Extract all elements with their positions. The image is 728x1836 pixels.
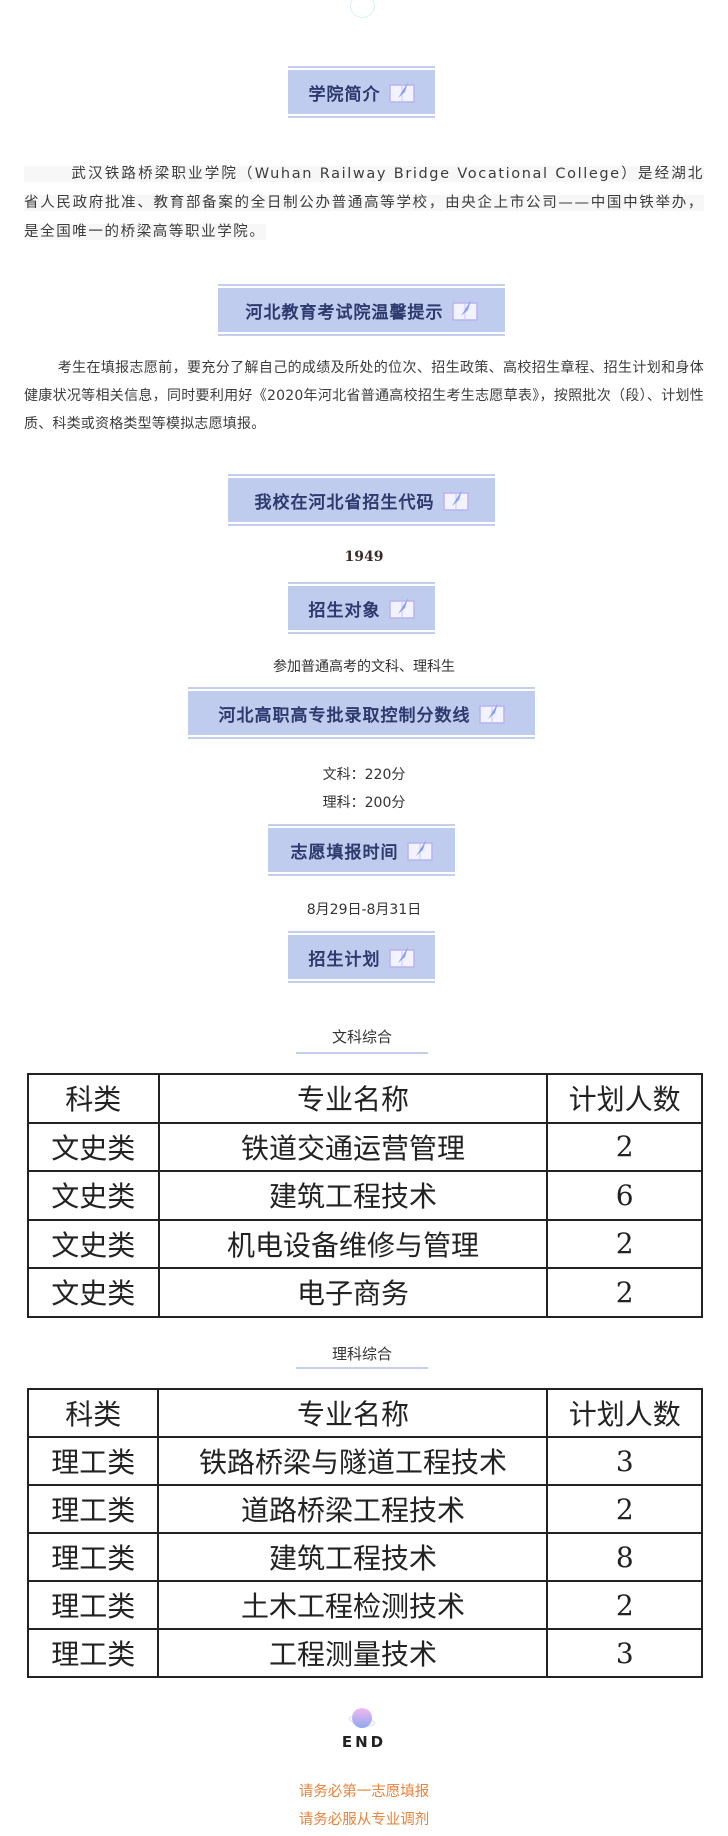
major-cell: 道路桥梁工程技术 xyxy=(157,1484,549,1534)
heading-plan: 招生计划 xyxy=(288,931,435,983)
heading-score-line: 河北高职高专批录取控制分数线 xyxy=(188,687,535,739)
heading-fill-time: 志愿填报时间 xyxy=(268,824,455,876)
table-row: 文史类 电子商务 2 xyxy=(27,1267,703,1318)
major-cell: 电子商务 xyxy=(157,1267,549,1318)
heading-intro: 学院简介 xyxy=(288,66,435,118)
category-cell: 文史类 xyxy=(27,1218,160,1269)
header-cell: 科类 xyxy=(27,1073,160,1124)
major-cell: 机电设备维修与管理 xyxy=(157,1218,549,1269)
heading-code-label: 我校在河北省招生代码 xyxy=(254,492,435,513)
liberal-arts-underline xyxy=(296,1052,428,1054)
tips-paragraph: 考生在填报志愿前，要充分了解自己的成绩及所处的位次、招生政策、高校招生章程、招生… xyxy=(24,360,704,432)
science-underline xyxy=(296,1367,428,1369)
count-cell: 2 xyxy=(546,1218,703,1269)
category-cell: 理工类 xyxy=(26,1532,160,1582)
book-quill-icon xyxy=(388,597,415,619)
score-line-liberal: 文科：220分 xyxy=(322,767,406,783)
book-quill-icon xyxy=(478,702,505,724)
heading-target: 招生对象 xyxy=(288,582,435,634)
table-row: 理工类 土木工程检测技术 2 xyxy=(26,1580,703,1630)
category-cell: 理工类 xyxy=(26,1580,160,1630)
header-cell: 专业名称 xyxy=(157,1388,549,1438)
count-cell: 2 xyxy=(546,1121,703,1172)
heading-target-label: 招生对象 xyxy=(308,600,381,621)
category-cell: 理工类 xyxy=(26,1436,160,1486)
header-cell: 科类 xyxy=(26,1388,160,1438)
table-row: 理工类 工程测量技术 3 xyxy=(26,1628,703,1678)
table-header-row: 科类 专业名称 计划人数 xyxy=(27,1073,703,1124)
target-text: 参加普通高考的文科、理科生 xyxy=(273,659,455,675)
category-cell: 理工类 xyxy=(26,1484,160,1534)
fill-time-text: 8月29日-8月31日 xyxy=(306,902,422,918)
note-first-choice: 请务必第一志愿填报 xyxy=(298,1784,430,1800)
heading-plan-label: 招生计划 xyxy=(308,949,381,970)
table-row: 文史类 机电设备维修与管理 2 xyxy=(27,1218,703,1269)
major-cell: 工程测量技术 xyxy=(157,1628,549,1678)
science-title: 理科综合 xyxy=(331,1345,392,1363)
heading-intro-label: 学院简介 xyxy=(308,84,381,105)
count-cell: 2 xyxy=(546,1484,703,1534)
major-cell: 土木工程检测技术 xyxy=(157,1580,549,1630)
major-cell: 建筑工程技术 xyxy=(157,1532,549,1582)
heading-tips: 河北教育考试院温馨提示 xyxy=(218,284,505,336)
table-header-row: 科类 专业名称 计划人数 xyxy=(26,1388,703,1438)
book-quill-icon xyxy=(388,946,415,968)
count-cell: 6 xyxy=(546,1170,703,1221)
category-cell: 文史类 xyxy=(27,1170,160,1221)
header-cell: 计划人数 xyxy=(546,1388,703,1438)
heading-code: 我校在河北省招生代码 xyxy=(228,474,495,526)
table-row: 理工类 道路桥梁工程技术 2 xyxy=(26,1484,703,1534)
category-cell: 文史类 xyxy=(27,1121,160,1172)
category-cell: 理工类 xyxy=(26,1628,160,1678)
school-code: 1949 xyxy=(344,549,384,565)
count-cell: 2 xyxy=(546,1267,703,1318)
table-row: 文史类 铁道交通运营管理 2 xyxy=(27,1121,703,1172)
score-line-science: 理科：200分 xyxy=(322,795,406,811)
major-cell: 铁路桥梁与隧道工程技术 xyxy=(157,1436,549,1486)
header-cell: 计划人数 xyxy=(546,1073,703,1124)
table-row: 理工类 建筑工程技术 8 xyxy=(26,1532,703,1582)
table-row: 文史类 建筑工程技术 6 xyxy=(27,1170,703,1221)
intro-paragraph: 武汉铁路桥梁职业学院（Wuhan Railway Bridge Vocation… xyxy=(24,166,705,240)
count-cell: 3 xyxy=(546,1436,703,1486)
book-quill-icon xyxy=(442,489,469,511)
heading-tips-label: 河北教育考试院温馨提示 xyxy=(245,302,444,323)
planet-icon xyxy=(348,1706,376,1732)
end-label: END xyxy=(341,1733,387,1751)
major-cell: 建筑工程技术 xyxy=(157,1170,549,1221)
category-cell: 文史类 xyxy=(27,1267,160,1318)
liberal-arts-title: 文科综合 xyxy=(331,1028,392,1046)
count-cell: 3 xyxy=(546,1628,703,1678)
top-circle-decoration xyxy=(350,0,375,18)
heading-fill-time-label: 志愿填报时间 xyxy=(290,842,399,863)
book-quill-icon xyxy=(451,299,478,321)
science-table: 科类 专业名称 计划人数 理工类 铁路桥梁与隧道工程技术 3 理工类 道路桥梁工… xyxy=(26,1388,703,1678)
table-row: 理工类 铁路桥梁与隧道工程技术 3 xyxy=(26,1436,703,1486)
major-cell: 铁道交通运营管理 xyxy=(157,1121,549,1172)
heading-score-line-label: 河北高职高专批录取控制分数线 xyxy=(218,705,471,726)
header-cell: 专业名称 xyxy=(157,1073,549,1124)
book-quill-icon xyxy=(388,81,415,103)
note-accept-adjustment: 请务必服从专业调剂 xyxy=(298,1812,430,1828)
count-cell: 2 xyxy=(546,1580,703,1630)
liberal-arts-table: 科类 专业名称 计划人数 文史类 铁道交通运营管理 2 文史类 建筑工程技术 6… xyxy=(27,1073,703,1318)
count-cell: 8 xyxy=(546,1532,703,1582)
book-quill-icon xyxy=(406,839,433,861)
